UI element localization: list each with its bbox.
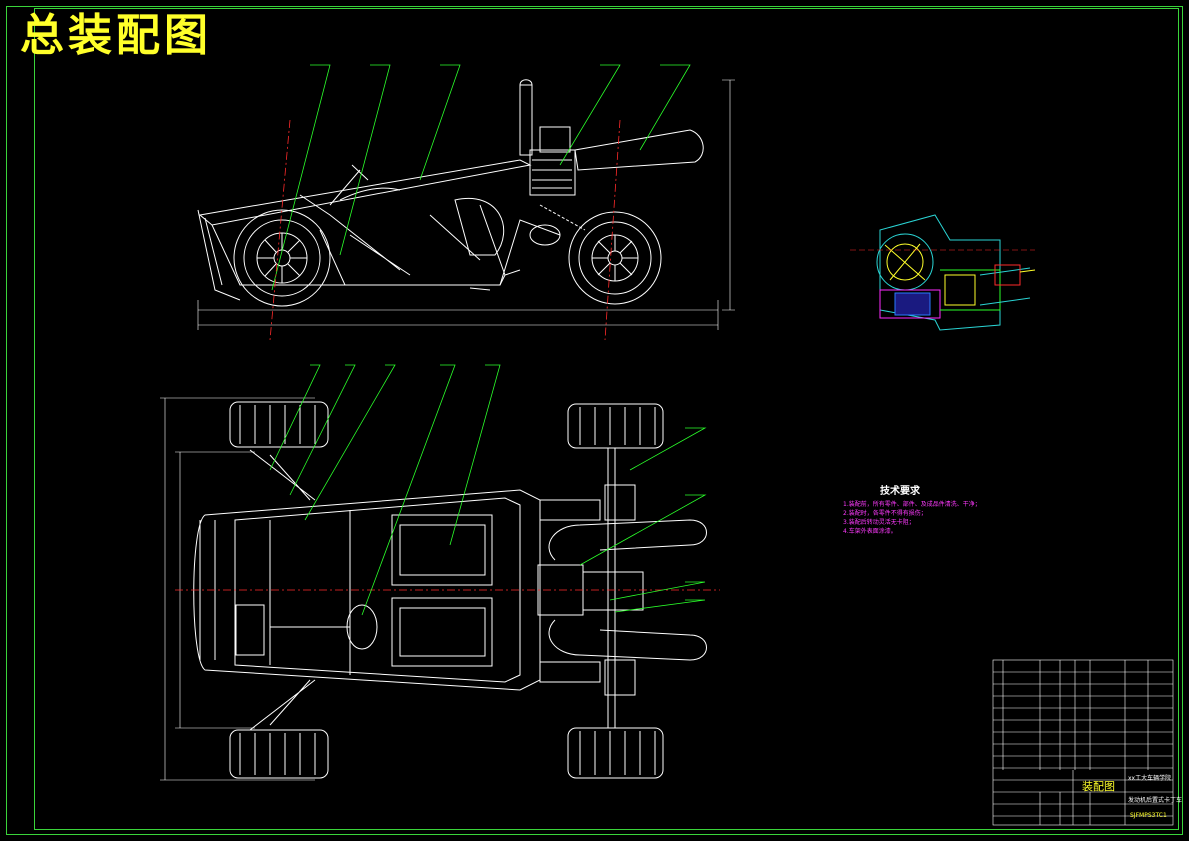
- title-block-drawing-name: 装配图: [1082, 780, 1115, 793]
- inner-border: [34, 8, 1179, 830]
- tech-requirements-heading: 技术要求: [880, 486, 920, 497]
- title-block-school: xx工大车辆学院: [1128, 775, 1172, 782]
- side-view: [197, 79, 704, 307]
- tech-requirement-item: 2.装配时，各零件不得有损伤；: [843, 510, 927, 517]
- drawing-title: 总装配图: [20, 10, 212, 61]
- side-leaders: [271, 64, 691, 291]
- title-block-project: 发动机后置式卡丁车: [1128, 797, 1183, 804]
- top-leaders: [269, 364, 707, 616]
- top-dimensions: [160, 397, 315, 781]
- tech-requirement-item: 1.装配前，所有零件、部件、及成品件清洗、干净；: [843, 501, 981, 508]
- section-detail: [850, 214, 1036, 331]
- outer-border: [6, 6, 1183, 835]
- side-centerlines: [269, 119, 621, 341]
- title-block: [992, 659, 1174, 826]
- tech-requirements-list: 1.装配前，所有零件、部件、及成品件清洗、干净； 2.装配时，各零件不得有损伤；…: [843, 500, 981, 536]
- top-view: [193, 401, 707, 779]
- tech-requirement-item: 4.车架外表面涂漆。: [843, 528, 897, 535]
- tech-requirement-item: 3.装配后转动灵活无卡阻；: [843, 519, 915, 526]
- side-dimensions: [197, 79, 735, 330]
- title-block-code: SJFMPS3TC1: [1130, 812, 1167, 819]
